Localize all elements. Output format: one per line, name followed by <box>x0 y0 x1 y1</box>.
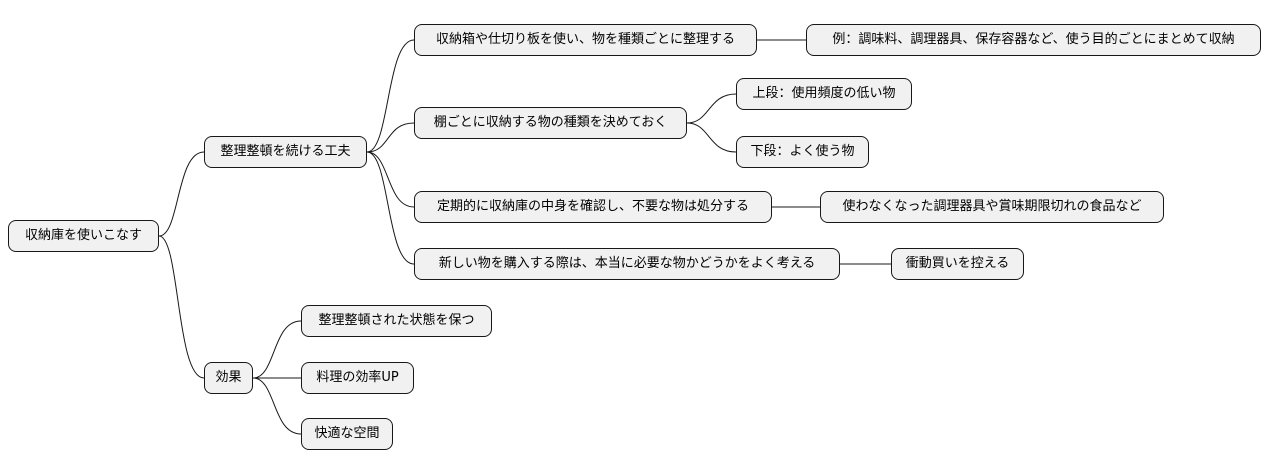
branch-1-item-1: 収納箱や仕切り板を使い、物を種類ごとに整理する <box>414 24 757 56</box>
item-1-detail-1: 例：調味料、調理器具、保存容器など、使う目的ごとにまとめて収納 <box>806 24 1261 56</box>
edge-branch-1-to-item-1 <box>366 39 415 153</box>
item-2-detail-2: 下段：よく使う物 <box>736 136 869 168</box>
edge-branch-1-to-item-3 <box>366 151 415 208</box>
branch-1-item-3: 定期的に収納庫の中身を確認し、不要な物は処分する <box>414 191 772 223</box>
edge-branch-1-to-item-4 <box>366 151 415 265</box>
root-node: 収納庫を使いこなす <box>8 220 159 252</box>
branch-2-item-1: 整理整頓された状態を保つ <box>301 305 492 337</box>
branch-2-item-2: 料理の効率UP <box>301 362 414 394</box>
edge-root-to-branch-2 <box>158 235 205 379</box>
item-2-detail-1: 上段：使用頻度の低い物 <box>736 78 912 110</box>
edge-branch-2-to-item-3 <box>252 377 302 435</box>
edge-item-2-to-detail-2 <box>686 122 737 153</box>
edge-branch-2-to-item-1 <box>252 320 302 379</box>
branch-1-item-2: 棚ごとに収納する物の種類を決めておく <box>414 107 687 139</box>
edge-root-to-branch-1 <box>158 151 205 237</box>
item-3-detail-1: 使わなくなった調理器具や賞味期限切れの食品など <box>820 191 1164 223</box>
branch-node-1: 整理整頓を続ける工夫 <box>204 136 367 168</box>
edge-branch-1-to-item-2 <box>366 122 415 153</box>
branch-1-item-4: 新しい物を購入する際は、本当に必要な物かどうかをよく考える <box>414 248 840 280</box>
branch-node-2: 効果 <box>204 362 253 394</box>
branch-2-item-3: 快適な空間 <box>301 418 393 450</box>
item-4-detail-1: 衝動買いを控える <box>891 248 1024 280</box>
edge-item-2-to-detail-1 <box>686 93 737 124</box>
